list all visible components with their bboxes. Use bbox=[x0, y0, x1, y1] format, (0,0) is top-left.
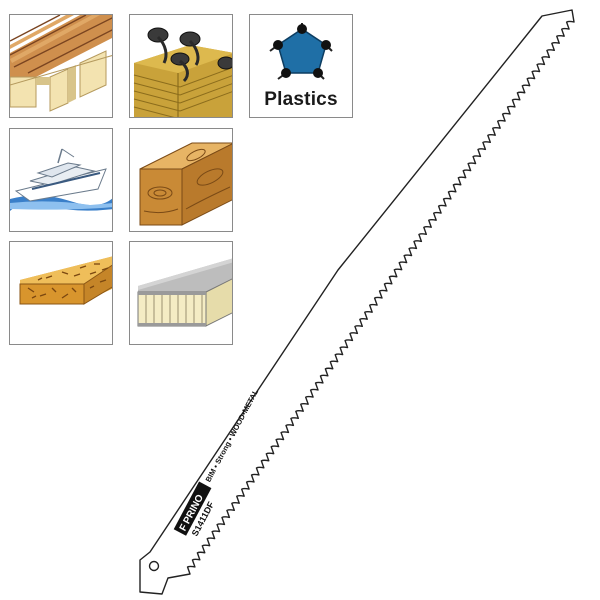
saw-blade-body bbox=[139, 9, 575, 595]
solid-wood-tile bbox=[129, 128, 233, 232]
saw-blade-outline bbox=[139, 9, 575, 595]
wood-block-icon bbox=[139, 142, 232, 226]
boat-icon bbox=[10, 148, 112, 211]
chipboard-icon bbox=[19, 256, 112, 305]
plastics-label: Plastics bbox=[264, 89, 338, 110]
wood-pallet-icon bbox=[10, 15, 112, 112]
nailed-wood-icon bbox=[133, 27, 232, 117]
nailed-wood-tile bbox=[129, 14, 233, 118]
boat-tile bbox=[9, 128, 113, 232]
brand-label-box bbox=[173, 481, 212, 536]
chipboard-tile bbox=[9, 241, 113, 345]
molecule-icon bbox=[269, 23, 333, 80]
sandwich-panel-tile bbox=[129, 241, 233, 345]
brand-prefix: F bbox=[178, 523, 191, 534]
blade-mounting-hole bbox=[148, 560, 160, 572]
sandwich-panel-icon bbox=[137, 258, 232, 327]
plastics-tile: Plastics bbox=[249, 14, 353, 118]
wood-pallet-tile bbox=[9, 14, 113, 118]
